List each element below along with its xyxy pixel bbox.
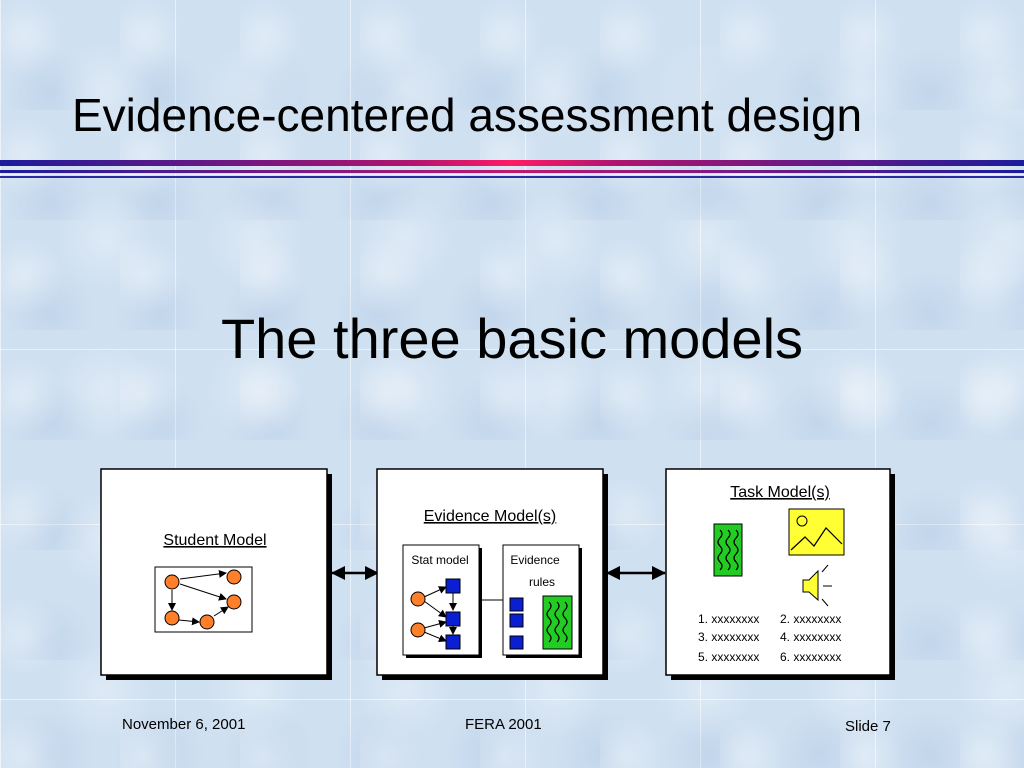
green-document-icon — [542, 595, 573, 650]
slide-subtitle: The three basic models — [220, 307, 804, 370]
rule-node-blue — [509, 597, 524, 612]
stat-node-orange — [410, 622, 426, 638]
title-divider-thick — [0, 160, 1024, 166]
student-node — [164, 610, 180, 626]
stat-node-blue — [445, 578, 461, 594]
evidence-model-label: Evidence Model(s) — [424, 508, 557, 525]
rule-node-blue — [509, 635, 524, 650]
student-node — [164, 574, 180, 590]
slide-title: Evidence-centered assessment design — [72, 89, 863, 141]
task-model-panel: Task Model(s) 1. xxxxxxxx 2. xxxxxxxx 3.… — [665, 468, 895, 680]
stat-node-blue — [445, 611, 461, 627]
task-item: 1. xxxxxxxx — [698, 612, 759, 626]
evidence-rules-label-line2: rules — [529, 575, 555, 589]
evidence-rules-label-line1: Evidence — [510, 553, 560, 567]
evidence-rules-subpanel: Evidence rules — [502, 544, 582, 658]
footer-date: November 6, 2001 — [122, 716, 246, 733]
title-divider-medium — [0, 170, 1024, 173]
student-node — [199, 614, 215, 630]
stat-model-subpanel: Stat model — [402, 544, 482, 658]
task-model-label: Task Model(s) — [730, 484, 830, 501]
student-model-graph — [154, 566, 253, 633]
task-item-list: 1. xxxxxxxx 2. xxxxxxxx 3. xxxxxxxx 4. x… — [698, 612, 841, 664]
task-item: 5. xxxxxxxx — [698, 650, 759, 664]
student-model-label: Student Model — [163, 532, 266, 549]
speaker-icon — [802, 564, 832, 607]
student-node — [226, 569, 242, 585]
task-item: 6. xxxxxxxx — [780, 650, 841, 664]
task-item: 2. xxxxxxxx — [780, 612, 841, 626]
title-divider-thin — [0, 176, 1024, 178]
evidence-model-panel: Evidence Model(s) Stat model Evidence ru… — [376, 468, 608, 680]
stat-node-blue — [445, 634, 461, 650]
task-item: 4. xxxxxxxx — [780, 630, 841, 644]
footer-slide-number: Slide 7 — [845, 718, 891, 735]
footer-event: FERA 2001 — [465, 716, 542, 733]
stat-node-orange — [410, 591, 426, 607]
picture-icon — [788, 508, 845, 556]
rule-node-blue — [509, 613, 524, 628]
student-model-panel: Student Model — [100, 468, 332, 680]
green-document-icon — [713, 523, 743, 577]
student-node — [226, 594, 242, 610]
task-item: 3. xxxxxxxx — [698, 630, 759, 644]
stat-model-label: Stat model — [411, 553, 468, 567]
